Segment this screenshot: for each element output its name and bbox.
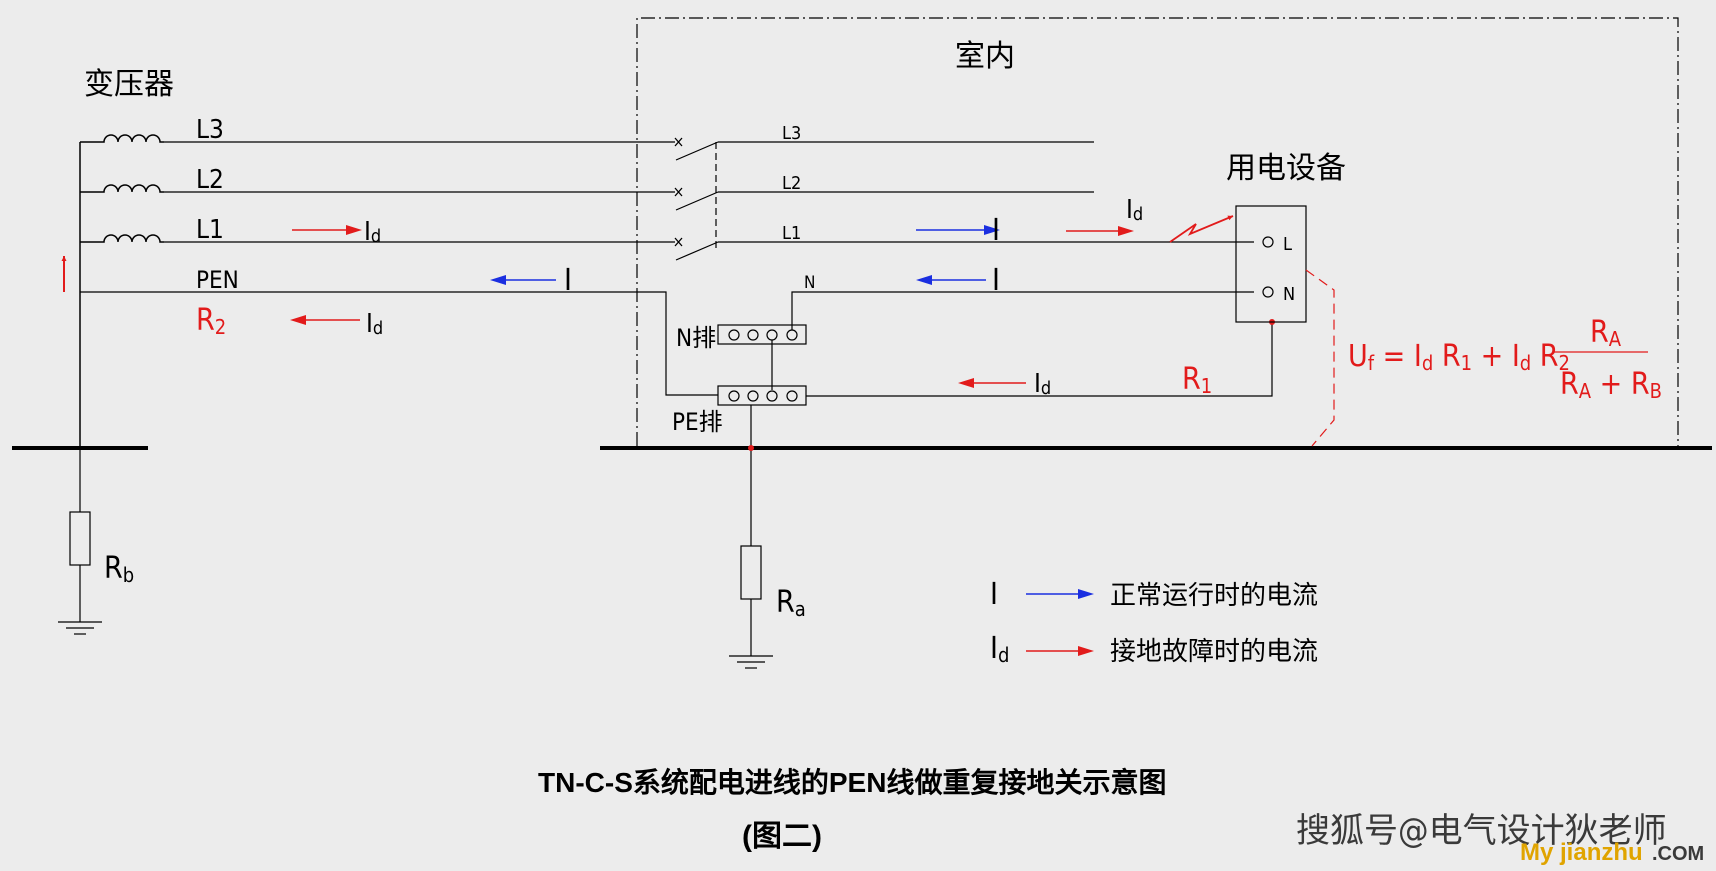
normal-current-pen: I [490, 263, 572, 298]
svg-text:I: I [992, 213, 1000, 248]
indoor-label-l3: L3 [782, 123, 801, 144]
indoor-label-l2: L2 [782, 173, 801, 194]
resistor-ra [740, 545, 762, 600]
svg-text:I: I [990, 577, 998, 612]
equipment-label: 用电设备 [1226, 151, 1346, 186]
ground-symbol-rb [58, 621, 102, 635]
indoor-label-l1: L1 [782, 223, 801, 244]
svg-text:Uf = Id R1 + Id R2: Uf = Id R1 + Id R2 [1348, 339, 1570, 375]
pe-line [806, 322, 1273, 397]
terminal-l [1262, 236, 1274, 248]
fault-current-pe: Id [958, 369, 1051, 399]
resistor-rb [69, 511, 91, 566]
terminal-n [1262, 286, 1274, 298]
isolating-switch [674, 137, 719, 261]
winding-l3 [80, 134, 164, 143]
phase-label-l1: L1 [196, 215, 224, 245]
legend-fault: Id 接地故障时的电流 [990, 631, 1318, 667]
ground-symbol-ra [729, 655, 773, 669]
svg-text:接地故障时的电流: 接地故障时的电流 [1110, 637, 1318, 667]
normal-current-n: I [916, 263, 1000, 298]
pe-bar-label: PE排 [672, 408, 723, 436]
svg-text:RA: RA [1590, 315, 1622, 351]
caption-title: TN-C-S系统配电进线的PEN线做重复接地关示意图 [538, 766, 1166, 798]
n-bar-label: N排 [676, 324, 716, 352]
svg-text:Id: Id [990, 631, 1009, 667]
fault-current-pen: Id [290, 309, 383, 339]
legend-normal: I 正常运行时的电流 [990, 577, 1318, 612]
n-label-indoor: N [804, 273, 815, 293]
normal-current-l1: I [916, 213, 1000, 248]
n-line [791, 291, 1254, 330]
rb-label: Rb [104, 551, 134, 587]
pe-earth-dot [748, 445, 754, 451]
indoor-boundary [636, 17, 1679, 446]
r1-label: R1 [1182, 362, 1212, 398]
watermark-text: 搜狐号@电气设计狄老师 [1296, 811, 1667, 851]
fault-current-l1-source: Id [292, 217, 381, 247]
n-bar [717, 324, 807, 345]
phase-label-l2: L2 [196, 165, 224, 195]
svg-text:正常运行时的电流: 正常运行时的电流 [1110, 581, 1318, 611]
r2-label: R2 [196, 303, 226, 339]
fault-current-l1-load: Id [1066, 195, 1143, 236]
svg-text:I: I [992, 263, 1000, 298]
svg-text:RA + RB: RA + RB [1560, 367, 1662, 403]
svg-text:Id: Id [366, 309, 383, 339]
watermark-site-suffix: .COM [1652, 843, 1704, 865]
winding-l1 [80, 234, 164, 243]
svg-text:Id: Id [364, 217, 381, 247]
indoor-label: 室内 [955, 39, 1015, 74]
svg-text:Id: Id [1126, 195, 1143, 225]
pen-line [80, 291, 718, 396]
ra-label: Ra [776, 585, 806, 621]
pen-label: PEN [196, 266, 239, 294]
formula: Uf = Id R1 + Id R2 RA RA + RB [1348, 315, 1662, 403]
svg-text:Id: Id [1034, 369, 1051, 399]
winding-l2 [80, 184, 164, 193]
transformer-label: 变压器 [84, 67, 174, 102]
terminal-n-label: N [1283, 284, 1295, 305]
caption-subtitle: (图二) [742, 820, 822, 853]
fault-lightning [1169, 215, 1234, 243]
fault-path-dashed [1305, 269, 1335, 447]
equipment-box [1235, 205, 1307, 323]
terminal-l-label: L [1283, 234, 1292, 255]
svg-text:I: I [564, 263, 572, 298]
pe-bar [717, 385, 807, 406]
phase-label-l3: L3 [196, 115, 224, 145]
watermark-site: My jianzhu [1520, 839, 1643, 866]
